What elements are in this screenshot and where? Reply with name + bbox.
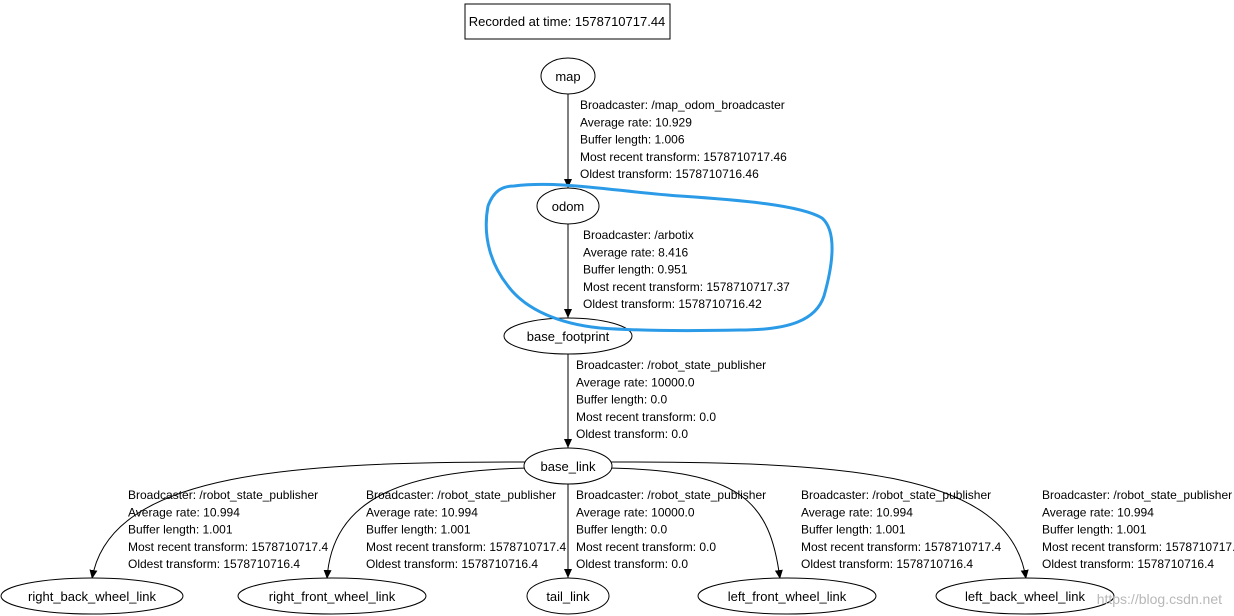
- node-label-left_back_wheel_link: left_back_wheel_link: [965, 589, 1085, 604]
- edge-info-line: Buffer length: 1.001: [366, 523, 471, 537]
- node-right_front_wheel_link[interactable]: right_front_wheel_link: [237, 577, 427, 615]
- edge-info-line: Oldest transform: 1578710716.4: [1042, 557, 1214, 571]
- edge-info-line: Broadcaster: /map_odom_broadcaster: [580, 98, 785, 112]
- node-label-base_footprint: base_footprint: [527, 329, 610, 344]
- edge-info-line: Buffer length: 1.006: [580, 133, 685, 147]
- node-label-right_front_wheel_link: right_front_wheel_link: [269, 589, 396, 604]
- node-tail_link[interactable]: tail_link: [526, 577, 610, 615]
- node-odom[interactable]: odom: [536, 187, 600, 225]
- edge-info-line: Broadcaster: /robot_state_publisher: [128, 488, 318, 502]
- recorded-time-box: Recorded at time: 1578710717.44: [464, 3, 671, 40]
- watermark-text: https://blog.csdn.net: [1097, 591, 1222, 607]
- edge-info-line: Most recent transform: 1578710717.4: [366, 540, 566, 554]
- edge-info-line: Average rate: 10.994: [1042, 505, 1154, 519]
- edge-info-line: Average rate: 8.416: [583, 245, 689, 259]
- edge-info-line: Average rate: 10.994: [801, 505, 913, 519]
- edge-info-base_link-right_front_wheel_link: Broadcaster: /robot_state_publisherAvera…: [366, 488, 566, 571]
- edges: [89, 94, 1029, 580]
- edge-info-line: Average rate: 10000.0: [576, 375, 695, 389]
- node-base_link[interactable]: base_link: [523, 447, 613, 485]
- edge-info-line: Oldest transform: 1578710716.4: [801, 557, 973, 571]
- edge-info-base_link-left_back_wheel_link: Broadcaster: /robot_state_publisherAvera…: [1042, 488, 1234, 571]
- highlight-annotation: [484, 182, 834, 333]
- edge-info-line: Oldest transform: 1578710716.46: [580, 167, 759, 181]
- node-label-right_back_wheel_link: right_back_wheel_link: [28, 589, 156, 604]
- edge-info-base_link-right_back_wheel_link: Broadcaster: /robot_state_publisherAvera…: [128, 488, 328, 571]
- edge-info-line: Most recent transform: 0.0: [576, 540, 716, 554]
- edge-info-line: Average rate: 10000.0: [576, 505, 695, 519]
- node-right_back_wheel_link[interactable]: right_back_wheel_link: [0, 577, 184, 615]
- edge-info-line: Broadcaster: /robot_state_publisher: [1042, 488, 1232, 502]
- node-left_front_wheel_link[interactable]: left_front_wheel_link: [697, 577, 877, 615]
- edge-info-line: Broadcaster: /robot_state_publisher: [576, 358, 766, 372]
- edge-base_link-right_front_wheel_link: [323, 467, 531, 580]
- edge-info-line: Oldest transform: 1578710716.4: [128, 557, 300, 571]
- edge-info-line: Buffer length: 0.0: [576, 393, 668, 407]
- edge-info-line: Buffer length: 1.001: [128, 523, 233, 537]
- edge-info-line: Buffer length: 1.001: [1042, 523, 1147, 537]
- node-label-odom: odom: [552, 199, 585, 214]
- edge-info-line: Average rate: 10.994: [128, 505, 240, 519]
- node-label-left_front_wheel_link: left_front_wheel_link: [728, 589, 847, 604]
- edge-info-line: Average rate: 10.929: [580, 115, 692, 129]
- node-left_back_wheel_link[interactable]: left_back_wheel_link: [935, 577, 1115, 615]
- edge-info-line: Broadcaster: /robot_state_publisher: [576, 488, 766, 502]
- edge-info-line: Oldest transform: 0.0: [576, 557, 688, 571]
- edge-info-line: Average rate: 10.994: [366, 505, 478, 519]
- edge-info-line: Most recent transform: 1578710717.37: [583, 280, 790, 294]
- edge-info-line: Oldest transform: 0.0: [576, 427, 688, 441]
- edge-info-base_link-left_front_wheel_link: Broadcaster: /robot_state_publisherAvera…: [801, 488, 1001, 571]
- edge-info-base_link-tail_link: Broadcaster: /robot_state_publisherAvera…: [576, 488, 766, 571]
- edge-info-line: Most recent transform: 1578710717.46: [580, 150, 787, 164]
- edge-labels: Broadcaster: /map_odom_broadcasterAverag…: [128, 98, 1234, 571]
- edge-info-line: Broadcaster: /arbotix: [583, 228, 694, 242]
- edge-info-line: Buffer length: 1.001: [801, 523, 906, 537]
- nodes: map odom base_footprint base_link right_…: [0, 57, 1115, 615]
- edge-base_link-left_front_wheel_link: [605, 467, 783, 580]
- edge-info-base_footprint-base_link: Broadcaster: /robot_state_publisherAvera…: [576, 358, 766, 441]
- node-label-tail_link: tail_link: [546, 589, 590, 604]
- edge-info-line: Broadcaster: /robot_state_publisher: [366, 488, 556, 502]
- node-label-base_link: base_link: [541, 459, 596, 474]
- recorded-time-label: Recorded at time: 1578710717.44: [469, 14, 666, 29]
- edge-info-line: Most recent transform: 1578710717.4: [801, 540, 1001, 554]
- edge-info-line: Most recent transform: 0.0: [576, 410, 716, 424]
- edge-base_link-right_back_wheel_link: [89, 461, 527, 580]
- edge-base_link-left_back_wheel_link: [609, 461, 1029, 580]
- edge-info-line: Most recent transform: 1578710717.4: [128, 540, 328, 554]
- edge-info-line: Oldest transform: 1578710716.42: [583, 297, 762, 311]
- edge-info-line: Oldest transform: 1578710716.4: [366, 557, 538, 571]
- node-label-map: map: [555, 69, 580, 84]
- edge-info-line: Buffer length: 0.951: [583, 263, 688, 277]
- edge-info-line: Buffer length: 0.0: [576, 523, 668, 537]
- edge-info-map-odom: Broadcaster: /map_odom_broadcasterAverag…: [580, 98, 787, 181]
- edge-info-line: Most recent transform: 1578710717.4: [1042, 540, 1234, 554]
- edge-info-line: Broadcaster: /robot_state_publisher: [801, 488, 991, 502]
- node-map[interactable]: map: [540, 57, 596, 95]
